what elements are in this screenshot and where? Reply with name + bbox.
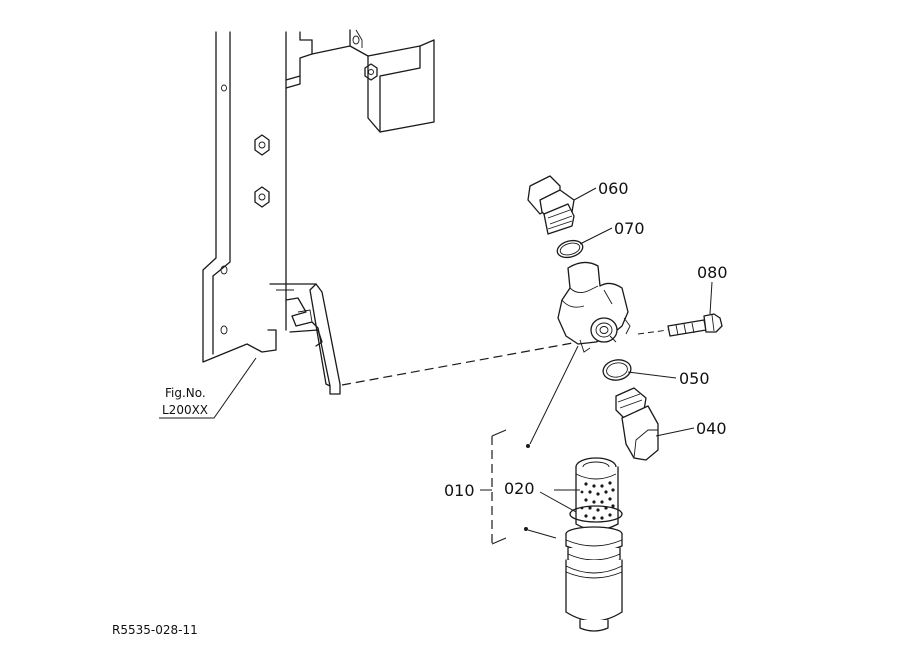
o-ring-lower [602, 359, 632, 381]
callout-040: 040 [696, 419, 727, 438]
callout-010: 010 [444, 481, 475, 500]
filter-element [569, 457, 623, 531]
drawing-number: R5535-028-11 [112, 623, 198, 637]
elbow-fitting-upper [527, 175, 575, 235]
callout-060: 060 [598, 179, 629, 198]
figure-reference: Fig.No. L200XX [159, 357, 257, 419]
figure-ref-line2: L200XX [162, 403, 208, 417]
assembly-bracket [480, 429, 507, 545]
nut-icon [254, 134, 270, 156]
filter-bracket [269, 283, 341, 395]
filter-head [557, 261, 631, 353]
callout-020: 020 [504, 479, 535, 498]
callout-050: 050 [679, 369, 710, 388]
nut-icon [254, 186, 270, 208]
nut-icon [364, 63, 378, 81]
bolt [637, 313, 723, 337]
leader-lines [524, 187, 713, 539]
callout-070: 070 [614, 219, 645, 238]
elbow-fitting-lower [615, 387, 659, 461]
filter-bowl [565, 526, 623, 632]
figure-ref-line1: Fig.No. [165, 386, 206, 400]
frame-plate [202, 29, 435, 363]
o-ring-upper [556, 239, 584, 259]
assembly-dashed-line [341, 341, 579, 386]
callout-080: 080 [697, 263, 728, 282]
callout-labels: 060 070 080 050 040 010 020 [444, 179, 728, 500]
